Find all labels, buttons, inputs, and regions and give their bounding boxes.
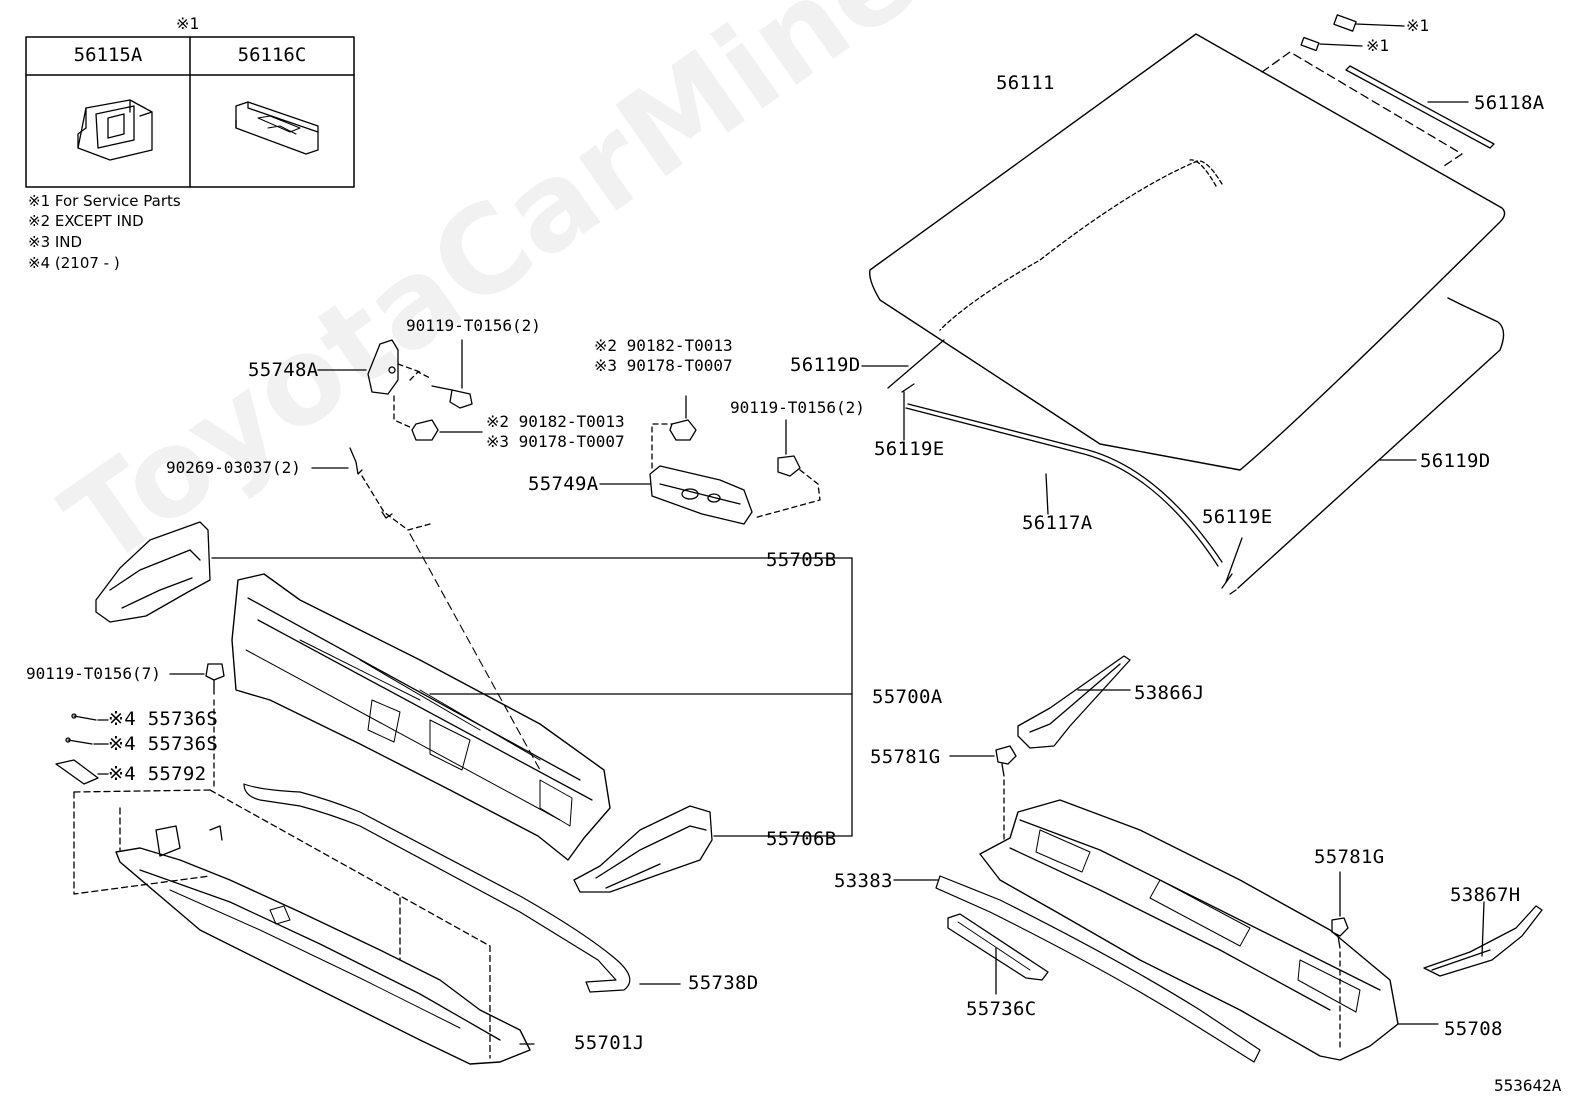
label-53866J: 53866J [1134, 682, 1205, 704]
service-mark-2: ※1 [1366, 36, 1390, 55]
clip-90269-drawing [311, 447, 431, 531]
note-4: ※4 (2107 - ) [28, 254, 120, 272]
label-55748A: 55748A [248, 359, 319, 381]
label-90182-a: ※2 90182-T0013 [486, 412, 625, 431]
moldings-drawing [861, 297, 1505, 595]
bracket-53867H-drawing [1423, 901, 1543, 977]
label-90269: 90269-03037(2) [166, 458, 301, 477]
label-90119-b: 90119-T0156(2) [730, 398, 865, 417]
label-55705B: 55705B [766, 549, 837, 571]
cowl-panel-55700A-drawing [231, 573, 853, 861]
clip-55781G-b-drawing [1331, 871, 1349, 1051]
label-55781G-a: 55781G [870, 746, 941, 768]
note-1: ※1 For Service Parts [28, 192, 181, 210]
windshield-56111-drawing [869, 14, 1506, 471]
clip-55781G-a-drawing [949, 745, 1017, 841]
label-53383: 53383 [834, 870, 893, 892]
label-55749A: 55749A [528, 473, 599, 495]
louver-55701J-drawing [73, 783, 681, 1065]
cowl-55708-drawing [893, 799, 1439, 1063]
label-56119E-b: 56119E [1202, 506, 1273, 528]
label-55738D: 55738D [688, 972, 759, 994]
bolt-90119-7-drawing [169, 663, 225, 791]
label-56111: 56111 [996, 72, 1055, 94]
service-mark-1: ※1 [1406, 16, 1430, 35]
legend-header-56116C: 56116C [237, 44, 307, 66]
label-55736C: 55736C [966, 998, 1037, 1020]
label-56119E-a: 56119E [874, 438, 945, 460]
label-55708: 55708 [1444, 1018, 1503, 1040]
label-90119-a: 90119-T0156(2) [406, 316, 541, 335]
bracket-55748A-drawing [317, 339, 483, 441]
label-56117A: 56117A [1022, 512, 1093, 534]
legend-table [25, 36, 355, 188]
legend-header-56115A: 56115A [73, 44, 143, 66]
clip-56115A-drawing [77, 99, 153, 161]
label-90119-c: 90119-T0156(7) [26, 664, 161, 683]
pad-56116C-drawing [235, 101, 319, 155]
label-90178-a: ※3 90178-T0007 [486, 432, 625, 451]
label-55701J: 55701J [574, 1032, 645, 1054]
note-2: ※2 EXCEPT IND [28, 212, 144, 230]
label-56118A: 56118A [1474, 92, 1545, 114]
label-53867H: 53867H [1450, 884, 1521, 906]
diagram-id: 553642A [1494, 1076, 1562, 1095]
bracket-55705B-drawing [95, 521, 853, 623]
label-90182-b: ※2 90182-T0013 [594, 336, 733, 355]
label-55700A: 55700A [872, 686, 943, 708]
legend-top-mark: ※1 [176, 14, 200, 33]
label-55781G-b: 55781G [1314, 846, 1385, 868]
label-55706B: 55706B [766, 828, 837, 850]
label-56119D-b: 56119D [1420, 450, 1491, 472]
pins-55736S-drawing [65, 713, 109, 745]
bracket-55706B-drawing [573, 805, 853, 893]
label-56119D-a: 56119D [790, 354, 861, 376]
bracket-53866J-drawing [1017, 655, 1131, 749]
pad-55792-drawing [55, 759, 109, 785]
label-55736S-a: ※4 55736S [108, 708, 219, 730]
bracket-55749A-drawing [599, 395, 821, 525]
label-90178-b: ※3 90178-T0007 [594, 356, 733, 375]
label-55736S-b: ※4 55736S [108, 733, 219, 755]
label-55792: ※4 55792 [108, 763, 207, 785]
note-3: ※3 IND [28, 233, 83, 251]
